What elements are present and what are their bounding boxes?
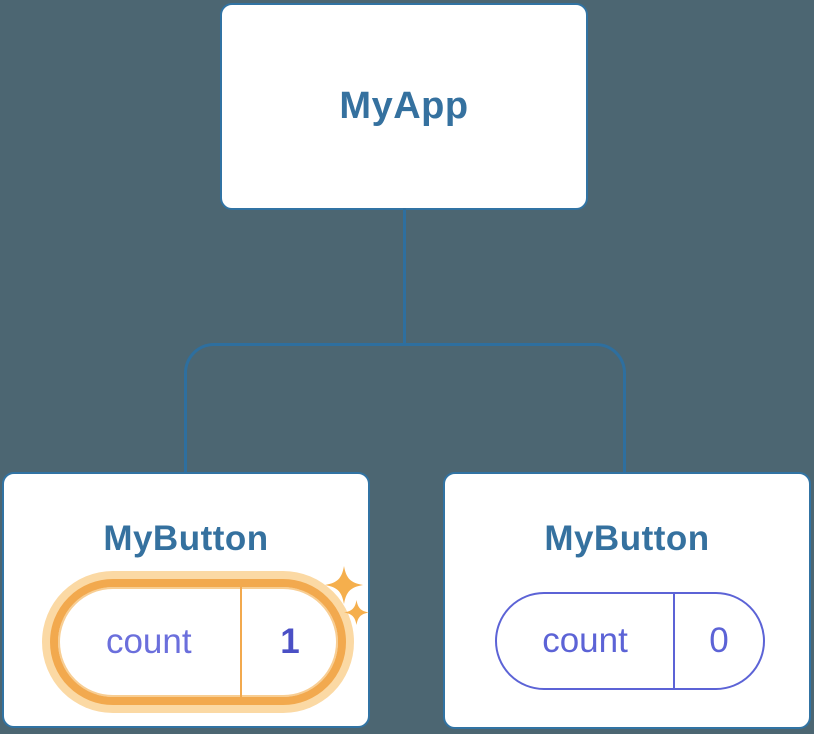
root-component-card: MyApp bbox=[220, 3, 588, 210]
child-component-label: MyButton bbox=[544, 519, 710, 558]
child-component-card-idle: MyButton count 0 bbox=[443, 472, 811, 729]
state-pill-active: count 1 bbox=[50, 579, 346, 705]
child-component-label: MyButton bbox=[103, 519, 269, 558]
connector-bracket bbox=[184, 343, 626, 472]
state-key-label: count bbox=[542, 621, 628, 660]
pill-divider bbox=[239, 587, 242, 697]
state-value: 1 bbox=[280, 622, 300, 661]
root-component-label: MyApp bbox=[339, 85, 469, 127]
pill-divider bbox=[673, 594, 675, 688]
state-pill-idle: count 0 bbox=[495, 592, 765, 690]
state-key-label: count bbox=[105, 622, 192, 661]
sparkle-icon-small bbox=[344, 600, 369, 625]
connector-stem bbox=[402, 208, 406, 345]
sparkle-icon-large bbox=[325, 566, 363, 604]
child-component-card-active: MyButton count 1 bbox=[2, 472, 370, 728]
state-value: 0 bbox=[709, 621, 729, 660]
